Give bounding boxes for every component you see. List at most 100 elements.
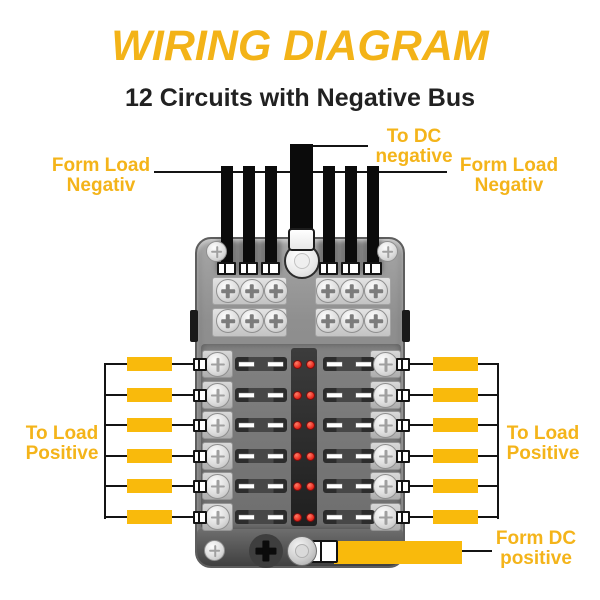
label-line: Form DC	[495, 528, 577, 549]
wire-terminal	[396, 480, 410, 493]
led-indicator-icon	[293, 513, 302, 522]
fuse	[323, 510, 375, 524]
circuit-screw-icon	[373, 413, 398, 438]
label-form-dc-positive: Form DC positive	[492, 529, 580, 569]
positive-wire	[127, 418, 172, 432]
led-indicator-icon	[306, 513, 315, 522]
corner-screw-icon	[204, 540, 225, 561]
bus-terminal-screw-icon	[316, 279, 340, 303]
wire-terminal	[396, 450, 410, 463]
bus-terminal-screw-icon	[240, 279, 264, 303]
positive-wire	[433, 388, 478, 402]
fuse	[323, 388, 375, 402]
led-indicator-icon	[293, 391, 302, 400]
wire-terminal	[341, 262, 360, 275]
wire-terminal	[396, 511, 410, 524]
label-line: Negativ	[66, 175, 136, 196]
circuit-screw-icon	[373, 352, 398, 377]
fuse	[235, 418, 287, 432]
fuse	[323, 449, 375, 463]
fuse	[235, 479, 287, 493]
corner-screw-icon	[377, 241, 398, 262]
circuit-screw-icon	[205, 413, 230, 438]
led-indicator-icon	[293, 452, 302, 461]
bus-terminal-screw-icon	[216, 309, 240, 333]
label-to-dc-negative: To DC negative	[368, 127, 460, 167]
positive-wire	[433, 357, 478, 371]
wire-terminal	[193, 480, 207, 493]
label-form-load-negativ-left: Form Load Negativ	[40, 156, 162, 196]
label-to-load-positive-left: To Load Positive	[16, 424, 108, 464]
positive-wire	[433, 479, 478, 493]
mount-tab-left	[190, 310, 198, 342]
label-line: negative	[375, 146, 453, 167]
bus-terminal-screw-icon	[340, 309, 364, 333]
positive-wire	[127, 449, 172, 463]
led-indicator-icon	[293, 421, 302, 430]
led-indicator-icon	[306, 360, 315, 369]
bus-terminal-screw-icon	[340, 279, 364, 303]
leader-line-form-dc-positive	[462, 550, 492, 552]
positive-wire	[127, 388, 172, 402]
circuit-screw-icon	[205, 505, 230, 530]
led-indicator-icon	[306, 421, 315, 430]
fuse	[235, 510, 287, 524]
plus-icon	[249, 534, 283, 568]
fuse	[235, 388, 287, 402]
label-line: Positive	[25, 443, 99, 464]
circuit-screw-icon	[373, 505, 398, 530]
positive-wire	[127, 479, 172, 493]
wire-terminal	[396, 389, 410, 402]
wire-terminal	[319, 262, 338, 275]
wire-terminal	[239, 262, 258, 275]
circuit-screw-icon	[373, 474, 398, 499]
bus-terminal-screw-icon	[240, 309, 264, 333]
positive-bus-line-right	[497, 363, 499, 519]
led-indicator-icon	[306, 482, 315, 491]
circuit-screw-icon	[373, 383, 398, 408]
circuit-screw-icon	[205, 444, 230, 469]
led-indicator-icon	[293, 360, 302, 369]
led-indicator-strip	[291, 348, 317, 526]
label-line: Positive	[506, 443, 580, 464]
fuse	[323, 479, 375, 493]
page-subtitle: 12 Circuits with Negative Bus	[124, 84, 476, 112]
leader-line-form-load-right	[313, 171, 447, 173]
leader-line-to-dc-negative	[312, 145, 368, 147]
fuse	[323, 357, 375, 371]
bus-terminal-screw-icon	[316, 309, 340, 333]
label-form-load-negativ-right: Form Load Negativ	[448, 156, 570, 196]
led-indicator-icon	[306, 452, 315, 461]
wire-terminal	[193, 511, 207, 524]
wire-terminal	[193, 358, 207, 371]
bus-terminal-screw-icon	[216, 279, 240, 303]
circuit-screw-icon	[205, 383, 230, 408]
negative-wire	[265, 166, 277, 272]
wire-terminal	[193, 450, 207, 463]
negative-wire	[345, 166, 357, 272]
corner-screw-icon	[206, 241, 227, 262]
positive-wire	[127, 510, 172, 524]
bus-terminal-screw-icon	[264, 309, 288, 333]
label-line: Negativ	[474, 175, 544, 196]
label-line: To Load	[25, 423, 99, 444]
bus-terminal-screw-icon	[364, 279, 388, 303]
positive-wire	[127, 357, 172, 371]
negative-wire	[243, 166, 255, 272]
label-line: Form Load	[51, 155, 151, 176]
bus-terminal-screw-icon	[364, 309, 388, 333]
circuit-screw-icon	[205, 352, 230, 377]
positive-stud	[287, 536, 317, 566]
label-line: To DC	[386, 126, 442, 147]
main-positive-wire	[334, 541, 462, 564]
positive-wire	[433, 418, 478, 432]
fuse	[323, 418, 375, 432]
circuit-screw-icon	[205, 474, 230, 499]
label-line: positive	[500, 548, 572, 569]
page-title: WIRING DIAGRAM	[111, 22, 489, 70]
positive-wire	[433, 449, 478, 463]
led-indicator-icon	[293, 482, 302, 491]
wire-terminal	[363, 262, 382, 275]
fuse	[235, 449, 287, 463]
